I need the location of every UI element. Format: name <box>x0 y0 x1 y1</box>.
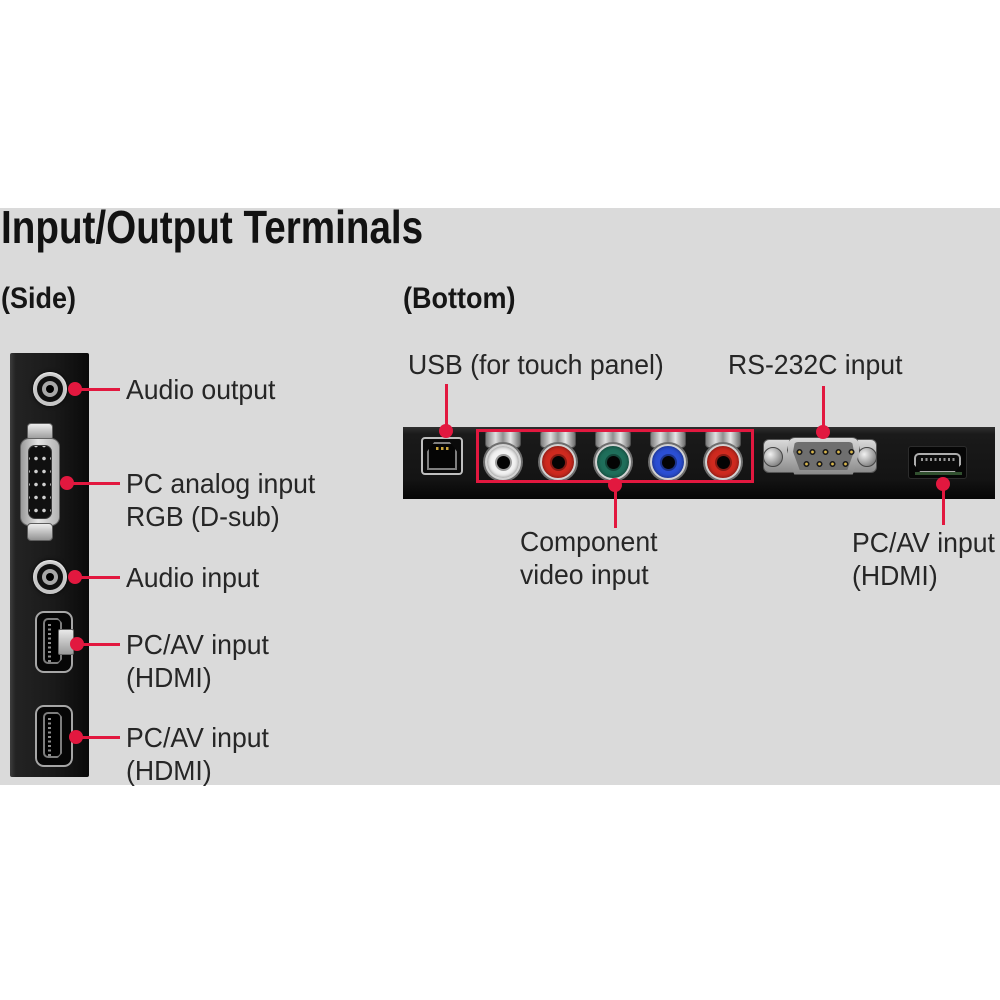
label-line: (HDMI) <box>126 755 212 786</box>
rca-face <box>705 444 741 480</box>
label-line: Component <box>520 526 658 557</box>
jack-hole <box>46 385 54 393</box>
hdmi-pins <box>48 624 51 662</box>
usb-b-port-icon <box>421 437 463 475</box>
hdmi-opening <box>914 453 961 473</box>
pointer-dot <box>68 570 82 584</box>
usb-contacts <box>436 447 450 450</box>
rca-hole <box>551 455 565 469</box>
audio-input-jack-icon <box>33 560 67 594</box>
label-line: (HDMI) <box>852 560 938 591</box>
pointer-line <box>444 384 448 432</box>
hdmi-pcb-edge <box>915 472 962 475</box>
label-pcav-input-hdmi-1: PC/AV input (HDMI) <box>126 628 269 694</box>
pointer-dot <box>816 425 830 439</box>
pointer-line <box>76 735 120 739</box>
label-audio-input: Audio input <box>126 561 259 594</box>
vga-pin-field <box>28 445 52 519</box>
bottom-panel <box>403 427 995 499</box>
pointer-line <box>75 387 120 391</box>
pointer-dot <box>69 730 83 744</box>
label-line: RGB (D-sub) <box>126 501 280 532</box>
label-line: Audio input <box>126 562 260 593</box>
hdmi-pins <box>48 718 51 756</box>
pointer-dot <box>608 478 622 492</box>
usb-opening <box>427 442 457 470</box>
label-component-video-input: Component video input <box>520 525 658 591</box>
rca-hole <box>496 455 510 469</box>
pointer-line <box>821 386 825 433</box>
pointer-line <box>77 642 120 646</box>
rca-face <box>595 444 631 480</box>
hdmi-port-icon <box>35 705 73 767</box>
pointer-dot <box>70 637 84 651</box>
pointer-dot <box>68 382 82 396</box>
rca-face <box>540 444 576 480</box>
label-usb-touch-panel: USB (for touch panel) <box>408 349 664 380</box>
label-line: video input <box>520 559 649 590</box>
pointer-dot <box>60 476 74 490</box>
rca-jack-green-icon <box>591 430 635 482</box>
pointer-line <box>67 481 120 485</box>
jack-hole <box>46 573 54 581</box>
db9-screw-right <box>857 447 877 467</box>
side-panel <box>10 353 89 777</box>
pointer-line <box>613 483 617 528</box>
rca-hole <box>716 455 730 469</box>
pointer-line <box>941 483 945 525</box>
rca-hole <box>606 455 620 469</box>
rca-face <box>485 444 521 480</box>
db9-pin-row-bottom <box>800 460 851 468</box>
label-line: PC analog input <box>126 468 316 499</box>
label-line: (HDMI) <box>126 662 212 693</box>
label-pcav-input-hdmi-bottom: PC/AV input (HDMI) <box>852 526 995 592</box>
rca-hole <box>661 455 675 469</box>
bottom-heading: (Bottom) <box>403 282 516 315</box>
page-title: Input/Output Terminals <box>1 201 424 253</box>
audio-output-jack-icon <box>33 372 67 406</box>
db9-pin-row-top <box>793 448 857 456</box>
label-pc-analog-input: PC analog input RGB (D-sub) <box>126 467 315 533</box>
rs232c-db9-port-icon <box>763 435 877 477</box>
pointer-dot <box>439 424 453 438</box>
hdmi-opening <box>43 712 62 758</box>
component-group-outline <box>476 429 754 483</box>
label-line: Audio output <box>126 374 276 405</box>
label-pcav-input-hdmi-2: PC/AV input (HDMI) <box>126 721 269 787</box>
pointer-dot <box>936 477 950 491</box>
rca-jack-red2-icon <box>701 430 745 482</box>
label-line: PC/AV input <box>126 629 269 660</box>
hdmi-port-icon <box>908 446 967 479</box>
vga-screw-bottom <box>27 523 53 541</box>
vga-dsub-port-icon <box>18 423 62 541</box>
label-rs232c-input: RS-232C input <box>728 349 903 380</box>
hdmi-pins <box>921 458 956 461</box>
label-line: PC/AV input <box>852 527 995 558</box>
db9-screw-left <box>763 447 783 467</box>
side-heading: (Side) <box>1 282 77 315</box>
label-line: PC/AV input <box>126 722 269 753</box>
rca-face <box>650 444 686 480</box>
pointer-line <box>75 575 120 579</box>
label-audio-output: Audio output <box>126 373 275 406</box>
